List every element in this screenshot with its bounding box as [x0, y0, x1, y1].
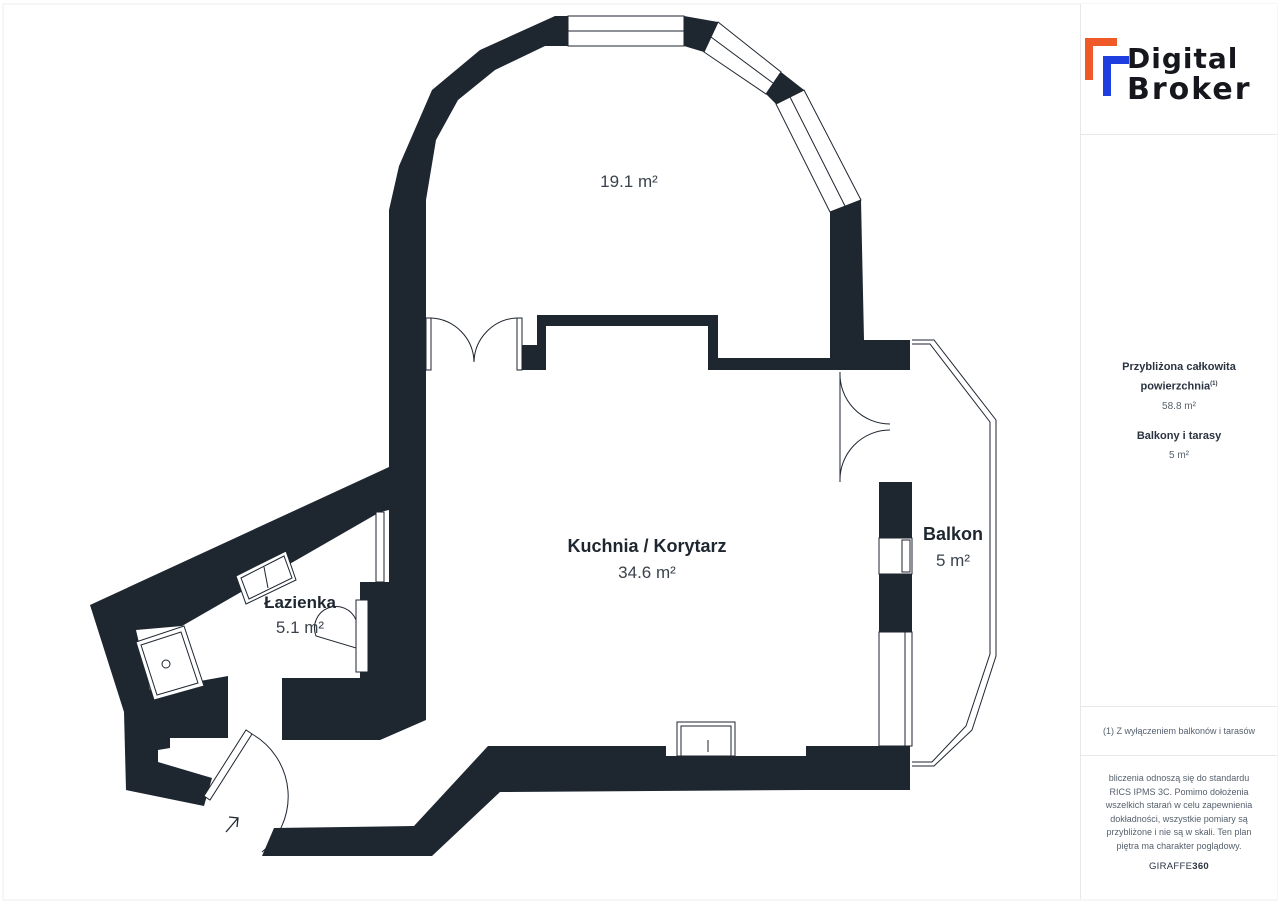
balcony-area: 5 m² — [936, 551, 970, 570]
balcony-area-label: Balkony i tarasy — [1136, 429, 1222, 442]
room-top-area: 19.1 m² — [600, 172, 658, 191]
bathroom-shower — [135, 625, 205, 701]
bathroom-area: 5.1 m² — [276, 618, 325, 637]
footnote: (1) Z wyłączeniem balkonów i tarasów — [1081, 706, 1277, 756]
logo-text-line2: Broker — [1127, 72, 1252, 107]
bathroom-name: Łazienka — [264, 593, 336, 612]
entrance-arrow-icon — [225, 816, 239, 833]
wall-bay-joint-2 — [830, 200, 910, 370]
balcony-name: Balkon — [923, 524, 983, 544]
window-top — [567, 15, 862, 213]
balcony-railing — [912, 339, 997, 767]
wall-inner-partition — [522, 315, 830, 370]
kitchen-name: Kuchnia / Korytarz — [567, 536, 726, 556]
bathroom-bathtub — [235, 550, 297, 605]
wall-bottom — [262, 746, 910, 856]
kitchen-sink — [676, 721, 736, 757]
bathroom-door[interactable] — [203, 729, 289, 853]
area-summary: Przybliżona całkowita powierzchnia(1) 58… — [1081, 359, 1277, 461]
logo-mark-icon — [1085, 38, 1129, 96]
double-door[interactable] — [425, 317, 523, 371]
wall-bathroom-outer — [90, 467, 389, 806]
wall-right — [879, 482, 912, 632]
wall-top-right — [684, 16, 718, 52]
info-sidebar: Digital Broker Przybliżona całkowita pow… — [1080, 4, 1277, 899]
balcony-window — [878, 537, 913, 747]
total-area-label: Przybliżona całkowita powierzchnia(1) — [1122, 361, 1236, 393]
balcony-door[interactable] — [839, 371, 891, 483]
logo: Digital Broker — [1081, 4, 1277, 135]
wall-top-room — [389, 16, 568, 370]
bathroom-toilet — [313, 511, 385, 673]
disclaimer: bliczenia odnoszą się do standardu RICS … — [1105, 773, 1253, 851]
wall-bay-joint-1 — [766, 72, 804, 104]
brand-label: GIRAFFE360 — [1148, 861, 1210, 872]
logo-text-line1: Digital — [1127, 42, 1239, 75]
kitchen-area: 34.6 m² — [618, 563, 676, 582]
total-area-value: 58.8 m² — [1162, 400, 1196, 412]
wall-left — [282, 370, 426, 740]
balcony-area-value: 5 m² — [1169, 449, 1189, 461]
